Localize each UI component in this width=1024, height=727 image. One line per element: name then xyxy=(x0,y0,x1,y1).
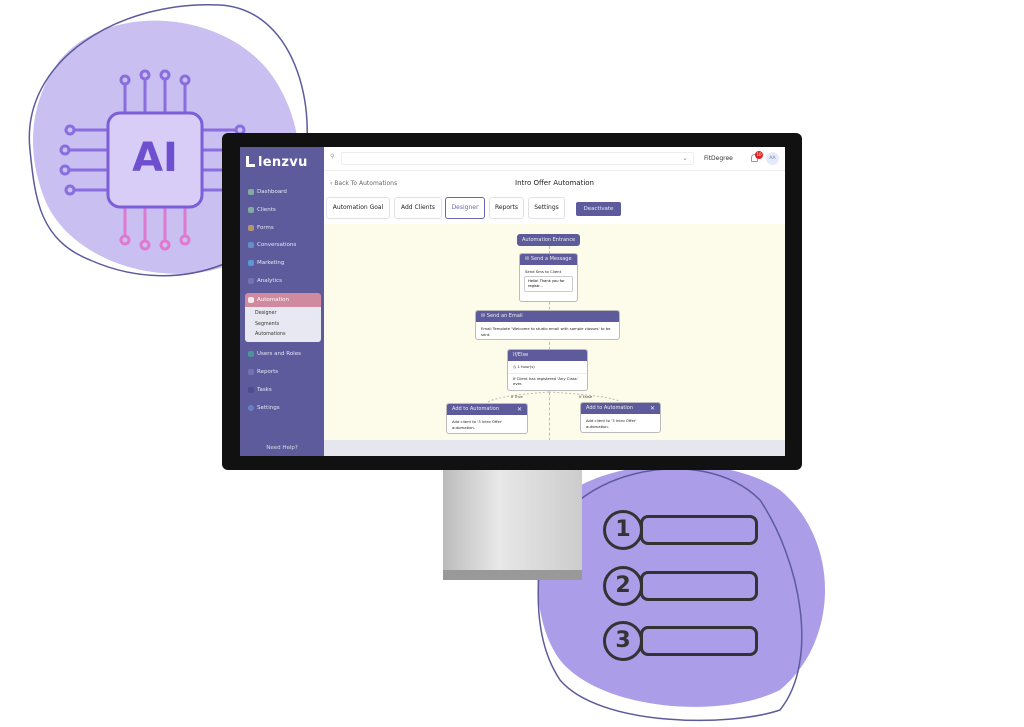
list-bar-2 xyxy=(640,571,758,601)
analytics-icon xyxy=(248,278,254,284)
clock-icon: ◷ xyxy=(513,364,518,369)
forms-icon xyxy=(248,225,254,231)
node-text: Email Template 'Welcome to studio email … xyxy=(481,326,611,337)
chevron-down-icon[interactable]: ⌄ xyxy=(682,154,688,162)
tab-designer[interactable]: Designer xyxy=(445,197,485,219)
sidebar-item-reports[interactable]: Reports xyxy=(245,365,321,379)
send-email-node[interactable]: ✉ Send an Email Email Template 'Welcome … xyxy=(475,310,620,340)
sidebar-item-conversations[interactable]: Conversations xyxy=(245,238,321,252)
organization-name[interactable]: FitDegree xyxy=(704,155,733,162)
tab-settings[interactable]: Settings xyxy=(528,197,565,219)
monitor-foot xyxy=(443,570,582,580)
message-preview: Hello! Thank you for registr... xyxy=(524,275,573,292)
message-icon: ✉ xyxy=(525,256,531,262)
sidebar-item-label: Users and Roles xyxy=(257,351,301,357)
reports-icon xyxy=(248,369,254,375)
top-bar: ⚲ ⌄ FitDegree 10 AA xyxy=(324,147,785,171)
tasks-icon xyxy=(248,387,254,393)
app-screen: lenzvu Dashboard Clients Forms Conversat… xyxy=(240,147,785,456)
submenu-automations[interactable]: Automations xyxy=(255,332,286,337)
sidebar-item-marketing[interactable]: Marketing xyxy=(245,256,321,270)
sidebar-item-automation[interactable]: Automation xyxy=(245,293,321,307)
node-title: Add to Automation xyxy=(586,405,633,411)
email-icon: ✉ xyxy=(481,313,487,319)
send-message-node[interactable]: ✉ Send a Message Send Sms to Client Hell… xyxy=(519,253,578,302)
sidebar-item-label: Automation xyxy=(257,297,290,303)
automation-submenu: Designer Segments Automations xyxy=(245,307,321,342)
back-label: Back To Automations xyxy=(334,180,398,187)
automation-icon xyxy=(248,297,254,303)
branch-false-label: If False xyxy=(579,394,593,399)
node-condition: If Client has registered 'Any Class' eve… xyxy=(513,375,578,387)
list-bar-1 xyxy=(640,515,758,545)
notification-badge: 10 xyxy=(755,151,763,159)
monitor-stand xyxy=(443,470,582,580)
back-to-automations-link[interactable]: ‹ Back To Automations xyxy=(330,180,397,187)
node-label: Send Sms to Client xyxy=(525,269,562,274)
sidebar-item-label: Analytics xyxy=(257,278,282,284)
branch-true-label: If True xyxy=(511,394,523,399)
logo-icon xyxy=(246,156,255,167)
sidebar-item-label: Marketing xyxy=(257,260,285,266)
sidebar-item-forms[interactable]: Forms xyxy=(245,221,321,235)
sidebar-item-label: Conversations xyxy=(257,242,297,248)
need-help-link[interactable]: Need Help? xyxy=(266,445,298,451)
list-number-1: 1 xyxy=(603,510,643,550)
sidebar: lenzvu Dashboard Clients Forms Conversat… xyxy=(240,147,324,456)
submenu-designer[interactable]: Designer xyxy=(255,311,277,316)
sidebar-item-label: Clients xyxy=(257,207,276,213)
submenu-segments[interactable]: Segments xyxy=(255,321,280,327)
conversations-icon xyxy=(248,242,254,248)
if-else-node[interactable]: If/Else ◷ 1 hour(s) If Client has regist… xyxy=(507,349,588,391)
sidebar-item-label: Dashboard xyxy=(257,189,287,195)
tab-automation-goal[interactable]: Automation Goal xyxy=(326,197,390,219)
sidebar-item-dashboard[interactable]: Dashboard xyxy=(245,185,321,199)
wait-duration: 1 hour(s) xyxy=(517,364,535,369)
sidebar-item-settings[interactable]: Settings xyxy=(245,401,321,415)
dashboard-icon xyxy=(248,189,254,195)
node-title: If/Else xyxy=(508,350,587,361)
node-title: Add to Automation xyxy=(452,406,499,412)
search-input[interactable]: ⌄ xyxy=(341,152,694,165)
avatar[interactable]: AA xyxy=(766,152,779,165)
node-title: Send a Message xyxy=(530,256,572,262)
search-icon: ⚲ xyxy=(330,153,335,160)
list-bar-3 xyxy=(640,626,758,656)
close-icon[interactable]: ✕ xyxy=(516,406,522,413)
add-to-automation-node-left[interactable]: Add to Automation ✕ Add client to '3 Intr… xyxy=(446,403,528,434)
sidebar-item-tasks[interactable]: Tasks xyxy=(245,383,321,397)
chip-icon xyxy=(59,69,251,251)
horizontal-scrollbar[interactable] xyxy=(324,440,785,456)
sidebar-item-label: Reports xyxy=(257,369,279,375)
node-text: Add client to '3 Intro Offer' automation… xyxy=(452,419,503,430)
chevron-left-icon: ‹ xyxy=(330,180,335,187)
list-number-3: 3 xyxy=(603,621,643,661)
sidebar-item-label: Tasks xyxy=(257,387,272,393)
list-number-2: 2 xyxy=(603,566,643,606)
node-title: Send an Email xyxy=(486,313,523,319)
chip-label: AI xyxy=(132,135,178,181)
tab-add-clients[interactable]: Add Clients xyxy=(394,197,442,219)
logo: lenzvu xyxy=(246,155,308,170)
sidebar-item-clients[interactable]: Clients xyxy=(245,203,321,217)
users-icon xyxy=(248,351,254,357)
branch-connectors xyxy=(486,391,621,404)
close-icon[interactable]: ✕ xyxy=(649,405,655,412)
automation-entrance-node[interactable]: Automation Entrance xyxy=(517,234,580,246)
clients-icon xyxy=(248,207,254,213)
page-title: Intro Offer Automation xyxy=(515,179,594,187)
deactivate-button[interactable]: Deactivate xyxy=(576,202,621,216)
marketing-icon xyxy=(248,260,254,266)
sidebar-item-label: Forms xyxy=(257,225,274,231)
settings-icon xyxy=(248,405,254,411)
add-to-automation-node-right[interactable]: Add to Automation ✕ Add client to '3 Intr… xyxy=(580,402,661,433)
node-text: Add client to '3 Intro Offer' automation… xyxy=(586,418,637,429)
tab-reports[interactable]: Reports xyxy=(489,197,524,219)
sidebar-item-users-and-roles[interactable]: Users and Roles xyxy=(245,347,321,361)
sidebar-item-analytics[interactable]: Analytics xyxy=(245,274,321,288)
designer-canvas[interactable]: Automation Entrance ✉ Send a Message Sen… xyxy=(324,224,785,456)
logo-text: lenzvu xyxy=(258,155,308,170)
sidebar-item-label: Settings xyxy=(257,405,280,411)
